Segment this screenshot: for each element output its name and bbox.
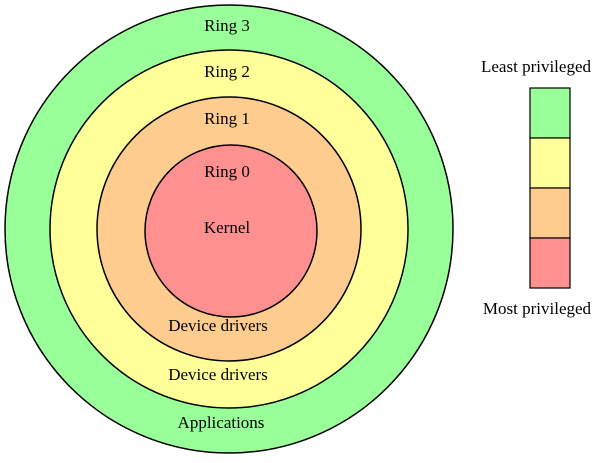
ring-3-sublabel: Applications [178,413,265,432]
legend-top-label: Least privileged [481,57,591,76]
kernel-label: Kernel [204,218,251,237]
legend-bottom-label: Most privileged [483,299,592,318]
ring-3-label: Ring 3 [204,16,250,35]
privilege-legend: Least privileged Most privileged [481,57,592,318]
ring-0-circle [144,144,318,318]
legend-swatch-ring-1 [529,187,571,239]
legend-swatch-ring-2 [529,137,571,189]
ring-0-label: Ring 0 [204,162,250,181]
ring-1-sublabel: Device drivers [168,316,268,335]
ring-1-label: Ring 1 [204,109,250,128]
ring-2-label: Ring 2 [204,62,250,81]
rings [4,4,454,454]
legend-swatch-ring-0 [529,237,571,289]
legend-swatch-ring-3 [529,87,571,139]
ring-2-sublabel: Device drivers [168,365,268,384]
